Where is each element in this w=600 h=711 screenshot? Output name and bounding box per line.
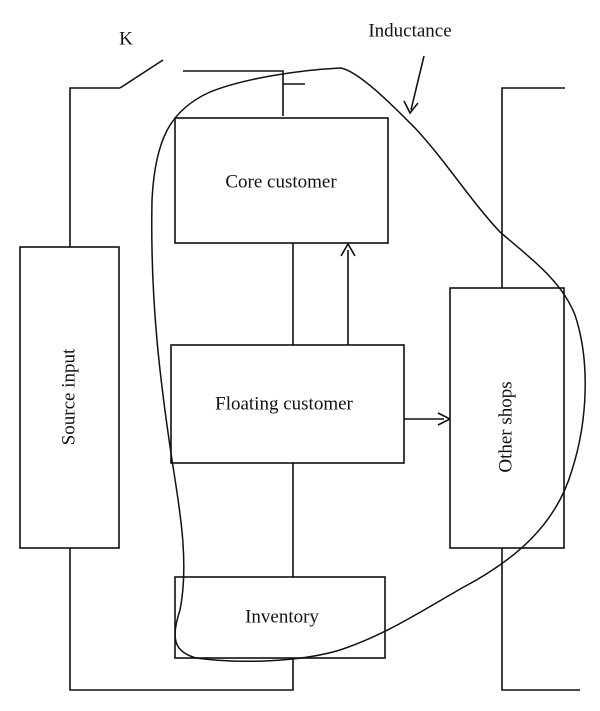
inventory-block: Inventory [174, 576, 386, 659]
other-shops-block: Other shops [449, 287, 565, 549]
other-shops-label: Other shops [495, 381, 516, 472]
wires [69, 59, 580, 691]
core-customer-block: Core customer [174, 117, 389, 244]
source-input-block: Source input [19, 246, 120, 549]
inductance-pointer-line [410, 55, 425, 111]
inventory-label: Inventory [245, 606, 319, 627]
source-input-label: Source input [58, 348, 79, 445]
switch-k-blade [119, 59, 164, 89]
source-top-wire [69, 87, 120, 247]
shops-bottom-rail [501, 548, 580, 691]
floating-core-arrow-head [340, 242, 356, 257]
floating-customer-label: Floating customer [215, 393, 353, 414]
core-customer-label: Core customer [225, 171, 337, 192]
shops-top-rail [501, 87, 565, 288]
return-bottom-wire [69, 548, 294, 691]
inductance-label: Inductance [368, 20, 451, 41]
inductance-pointer-head [403, 100, 419, 115]
switch-right-wire [183, 70, 284, 116]
switch-k-label: K [119, 28, 133, 49]
floating-customer-block: Floating customer [170, 344, 405, 464]
inductance-loop [151, 67, 586, 663]
